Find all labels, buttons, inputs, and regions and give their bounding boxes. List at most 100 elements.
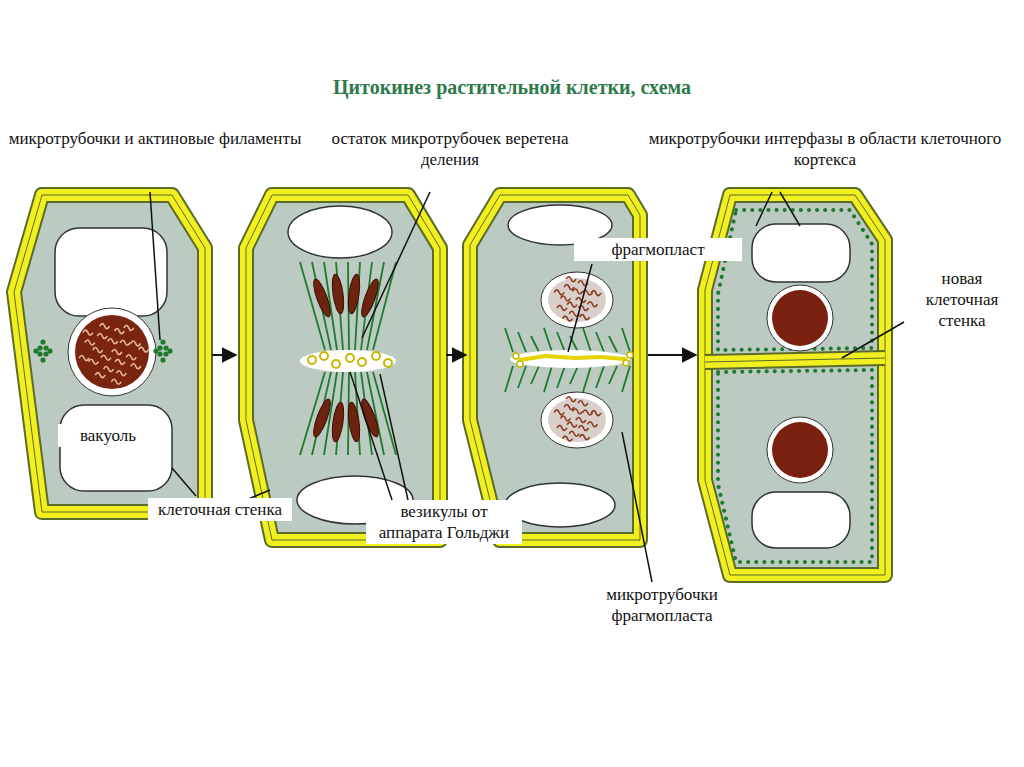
microtubule: [544, 366, 552, 392]
chromatin: [115, 359, 125, 364]
chromatin: [85, 340, 95, 345]
title: Цитокинез растительной клетки, схема: [0, 76, 1024, 99]
stage-arrow: [648, 354, 696, 356]
part-label: микротрубочки и актиновые филаменты: [5, 128, 305, 149]
microtubule: [570, 366, 578, 384]
microtubule: [373, 372, 396, 455]
chromatin: [124, 325, 134, 330]
leader-line: [568, 264, 592, 352]
leader-line: [622, 432, 652, 582]
chromatin: [576, 418, 586, 423]
chromatin: [567, 422, 577, 427]
microtubule-dot: [160, 339, 165, 344]
microtubule: [557, 366, 565, 388]
chromosome: [358, 277, 381, 318]
golgi-vesicle: [346, 354, 354, 362]
part-label: клеточная стенка: [148, 498, 292, 521]
chromatin: [93, 348, 103, 353]
microtubule: [557, 332, 565, 352]
plant-cell: [14, 195, 205, 512]
microtubule-dot: [40, 339, 45, 344]
chromatin: [576, 298, 586, 303]
golgi-vesicle: [384, 359, 392, 367]
microtubule: [583, 366, 591, 392]
part-label: микротрубочки фрагмопласта: [560, 584, 764, 626]
plant-cell: [246, 195, 440, 540]
chromatin: [567, 302, 577, 307]
part-label: новая клеточная стенка: [906, 268, 1018, 331]
chromatin: [116, 371, 126, 376]
microtubule: [622, 366, 630, 392]
chromatin: [88, 359, 98, 364]
chromatin: [573, 289, 583, 294]
chromatin: [131, 364, 141, 369]
chromatin: [562, 316, 572, 321]
chromatin: [554, 410, 564, 415]
leader-line: [350, 372, 392, 500]
chromosome: [330, 401, 345, 442]
nucleus: [772, 422, 828, 478]
microtubule-dot: [47, 348, 52, 353]
chromatin: [573, 409, 583, 414]
microtubule: [583, 328, 591, 352]
chromatin: [120, 340, 130, 345]
chromatin: [554, 290, 564, 295]
chromatin: [560, 296, 570, 301]
leader-line: [172, 468, 196, 496]
chromosome: [346, 401, 361, 442]
stage-arrow: [446, 354, 466, 356]
leader-line: [380, 374, 408, 500]
chromatin: [587, 302, 597, 307]
microtubule: [531, 366, 539, 384]
cell-plate: [520, 356, 625, 360]
nucleus: [772, 290, 828, 346]
chromosome: [310, 397, 333, 438]
chromatin: [560, 416, 570, 421]
microtubule-dot: [167, 348, 172, 353]
nucleus: [75, 315, 149, 389]
chromatin: [126, 355, 136, 360]
chromosome: [310, 277, 333, 318]
microtubule: [609, 336, 617, 352]
vacuole: [752, 224, 850, 282]
part-label: микротрубочки интерфазы в области клеточ…: [635, 128, 1015, 170]
vacuole: [60, 405, 172, 491]
microtubule: [505, 366, 513, 392]
chromatin: [591, 411, 601, 416]
microtubule: [531, 336, 539, 352]
chromatin: [579, 435, 589, 440]
chromatin: [83, 330, 93, 335]
chromatin: [578, 401, 588, 406]
leader-line: [362, 192, 430, 338]
leader-line: [150, 192, 160, 340]
chromatin: [564, 405, 574, 410]
part-label: вакуоль: [58, 424, 158, 447]
leader-line: [780, 192, 800, 226]
microtubule-dot: [160, 357, 165, 362]
chromatin: [79, 355, 89, 360]
chromatin: [557, 305, 567, 310]
chromatin: [579, 315, 589, 320]
golgi-vesicle: [372, 352, 380, 360]
chromosome: [330, 273, 345, 314]
chromatin: [111, 379, 121, 384]
chromatin: [97, 334, 107, 339]
vesicle-zone: [300, 350, 396, 372]
chromatin: [564, 285, 574, 290]
phragmoplast-zone: [510, 350, 630, 368]
cortical-microtubules: [718, 210, 872, 350]
nucleus: [548, 398, 606, 442]
chromatin: [139, 347, 149, 352]
chromatin: [587, 422, 597, 427]
chromatin: [562, 436, 572, 441]
chromatin: [566, 277, 576, 282]
vacuole: [752, 492, 850, 548]
chromatin: [579, 425, 589, 430]
chromatin: [569, 431, 579, 436]
chromatin: [112, 350, 122, 355]
chromatin: [114, 329, 124, 334]
chromatin: [131, 341, 141, 346]
stage-arrow: [212, 354, 236, 356]
